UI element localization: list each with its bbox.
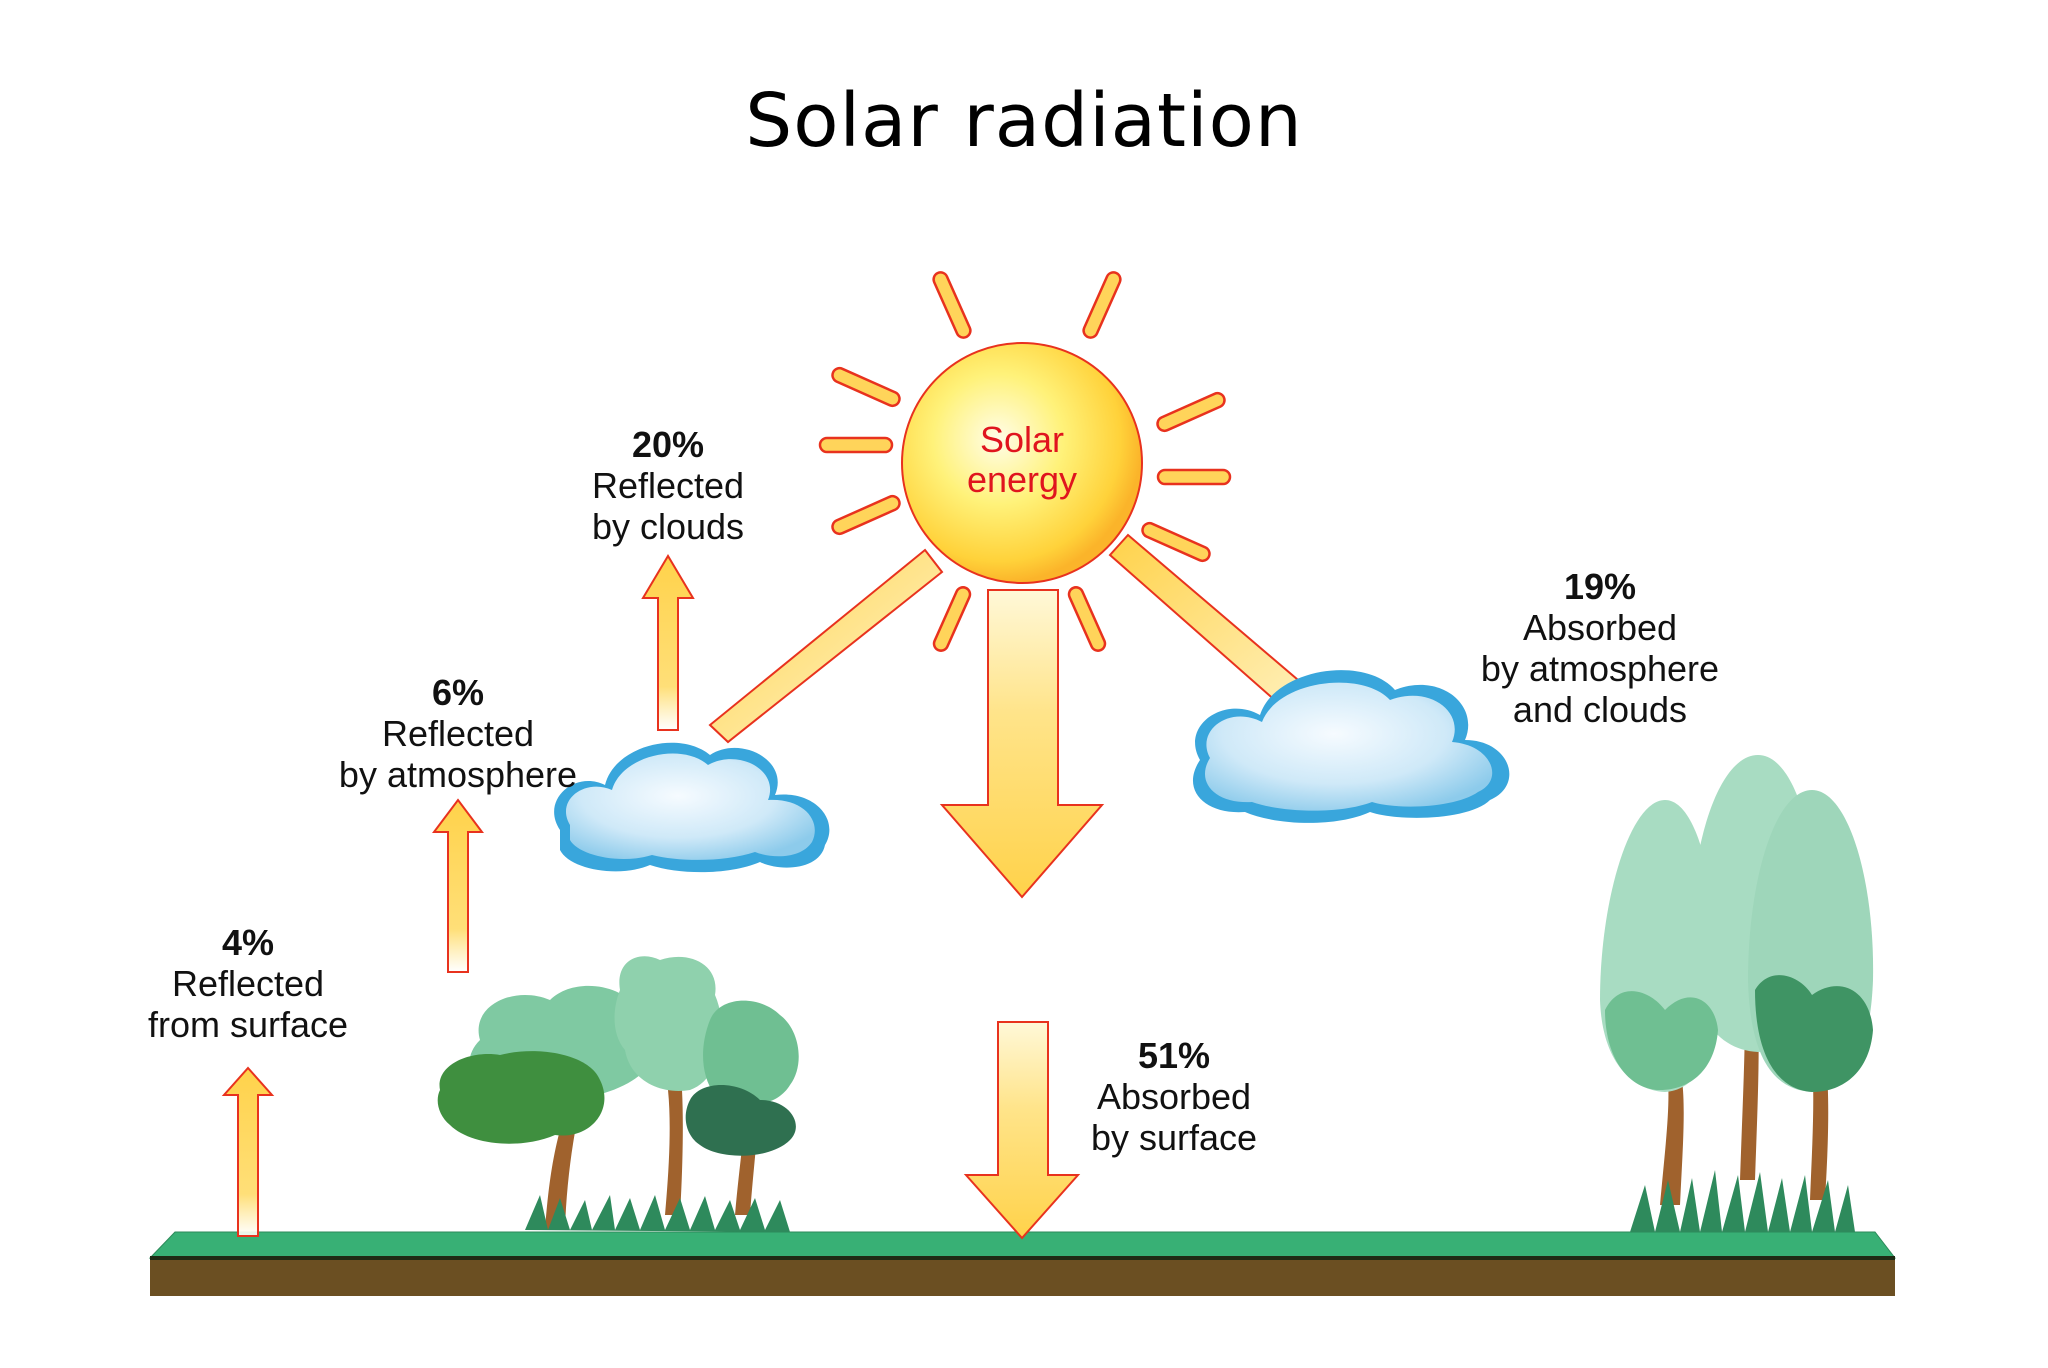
label-reflected-from-surface: 4% Reflected from surface (148, 922, 348, 1045)
label-line: Reflected (171, 963, 325, 1004)
percent-value: 51% (1137, 1035, 1211, 1076)
sun-icon (901, 342, 1143, 584)
cloud-right-icon (1192, 670, 1510, 823)
label-absorbed-by-surface: 51% Absorbed by surface (1091, 1035, 1257, 1158)
percent-value: 20% (631, 424, 705, 465)
percent-value: 4% (221, 922, 275, 963)
arrow-up-20 (641, 554, 695, 731)
label-line: by clouds (591, 506, 745, 547)
label-reflected-by-atmosphere: 6% Reflected by atmosphere (339, 672, 577, 795)
label-line: from surface (147, 1004, 349, 1045)
label-absorbed-by-atmosphere-and-clouds: 19% Absorbed by atmosphere and clouds (1481, 566, 1719, 730)
label-line: Reflected (591, 465, 745, 506)
page-title: Solar radiation (745, 78, 1303, 164)
arrow-up-4 (221, 1066, 275, 1237)
label-line: by surface (1090, 1117, 1258, 1158)
arrow-up-6 (432, 798, 484, 973)
arrow-down-51 (963, 1021, 1081, 1240)
label-line: Absorbed (1522, 607, 1678, 648)
percent-value: 19% (1563, 566, 1637, 607)
label-reflected-by-clouds: 20% Reflected by clouds (592, 424, 744, 547)
label-line: Reflected (381, 713, 535, 754)
label-line: by atmosphere (338, 754, 578, 795)
cloud-left-icon (554, 742, 830, 873)
label-line: and clouds (1512, 689, 1688, 730)
sun-label: Solar energy (967, 420, 1077, 500)
label-line: by atmosphere (1480, 648, 1720, 689)
trees-left-icon (437, 956, 799, 1232)
ground (148, 1231, 1897, 1296)
trees-right-icon (1600, 755, 1874, 1232)
sun-beam-left (708, 548, 944, 744)
incoming-radiation-arrow (939, 589, 1105, 899)
percent-value: 6% (431, 672, 485, 713)
sun-label-line2: energy (966, 459, 1078, 500)
sun-label-line1: Solar (979, 419, 1065, 460)
label-line: Absorbed (1096, 1076, 1252, 1117)
sun-rays (818, 271, 1232, 652)
